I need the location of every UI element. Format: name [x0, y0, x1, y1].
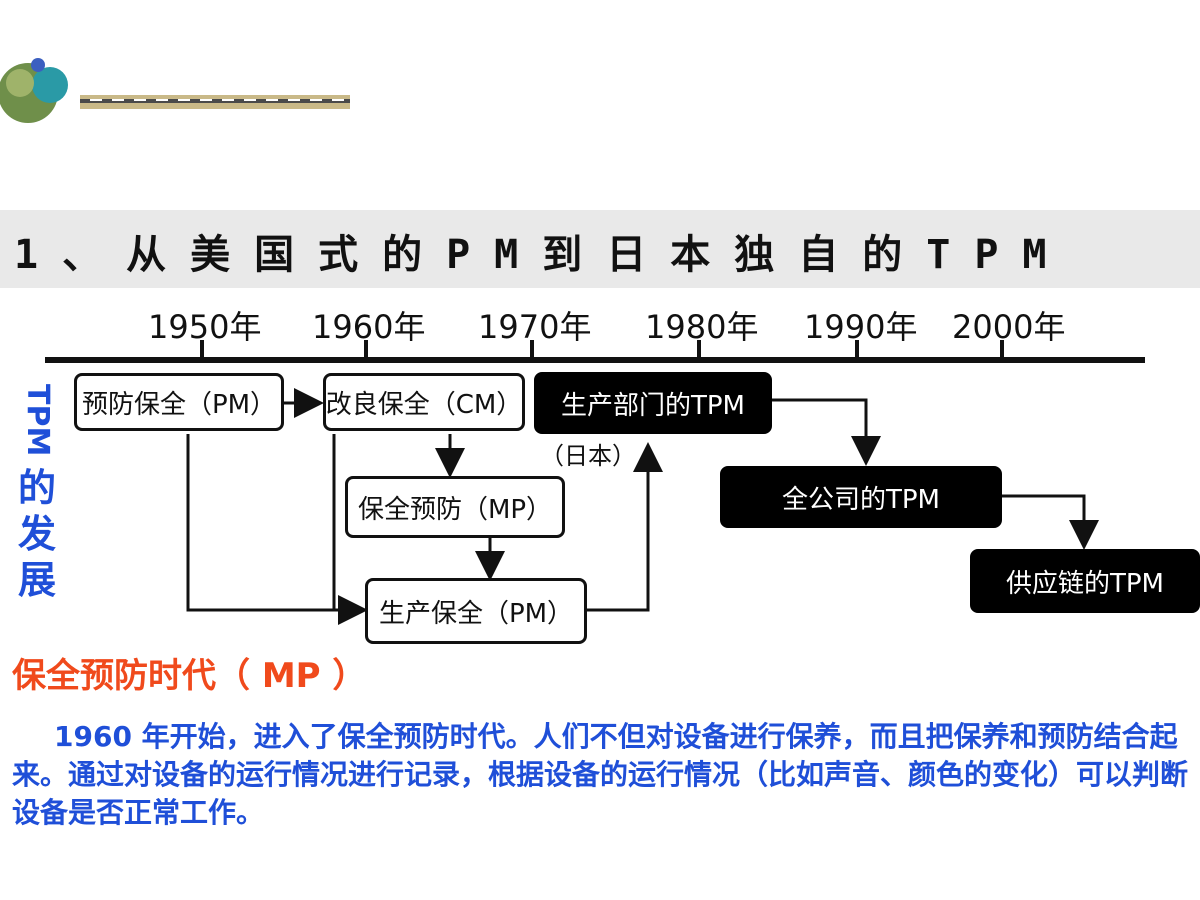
year-label-1980: 1980年: [645, 308, 759, 346]
year-label-1950: 1950年: [148, 308, 262, 346]
gear-logo-icon: [0, 58, 350, 123]
box-pm: 预防保全（PM）: [74, 373, 284, 431]
box-cm: 改良保全（CM）: [323, 373, 525, 431]
box-production-tpm: 生产部门的TPM: [534, 372, 772, 434]
section-title: 保全预防时代（ MP ）: [12, 656, 367, 696]
box-supply-chain-tpm: 供应链的TPM: [970, 549, 1200, 613]
box-mp: 保全预防（MP）: [345, 476, 565, 538]
timeline-axis: [45, 340, 1145, 363]
slide-title: 1、从美国式的PM到日本独自的TPM: [14, 232, 1071, 278]
year-label-1990: 1990年: [804, 308, 918, 346]
connector-arrows: [186, 388, 1099, 625]
box-company-tpm: 全公司的TPM: [720, 466, 1002, 528]
box-production-pm: 生产保全（PM）: [365, 578, 587, 644]
year-label-1970: 1970年: [478, 308, 592, 346]
title-band: [0, 210, 1200, 288]
japan-note: （日本）: [540, 442, 636, 470]
side-label-text: 的发展: [17, 466, 56, 602]
description-paragraph: 1960 年开始，进入了保全预防时代。人们不但对设备进行保养，而且把保养和预防结…: [12, 720, 1189, 829]
side-label: TPM 的发展: [12, 375, 62, 603]
year-label-1960: 1960年: [312, 308, 426, 346]
year-label-2000: 2000年: [952, 308, 1066, 346]
side-label-tpm: TPM: [20, 383, 55, 457]
